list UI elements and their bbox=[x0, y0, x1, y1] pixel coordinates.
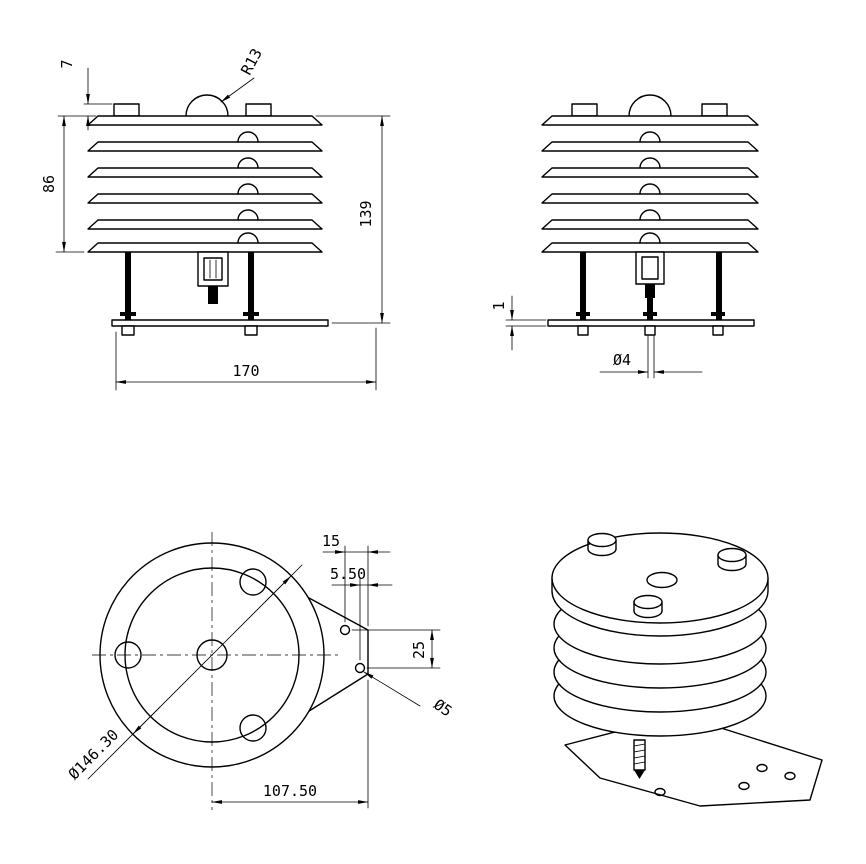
dim-rod-diameter: Ø4 bbox=[613, 351, 631, 369]
louver-plate bbox=[541, 219, 759, 230]
iso-cap bbox=[633, 594, 663, 619]
washer bbox=[576, 312, 590, 316]
louver-plate bbox=[87, 219, 323, 230]
cap-bottom bbox=[633, 610, 663, 619]
side-view: 1 Ø4 bbox=[490, 94, 759, 379]
mounting-rod bbox=[647, 298, 653, 320]
gap-arc bbox=[237, 232, 259, 244]
dim-hole-spacing: 25 bbox=[410, 641, 428, 659]
washer bbox=[243, 312, 259, 316]
iso-cap bbox=[587, 532, 617, 557]
diameter-arrow bbox=[132, 706, 161, 735]
iso-screw-tip bbox=[634, 770, 645, 779]
nut bbox=[644, 325, 656, 336]
isometric-view bbox=[551, 532, 823, 807]
iso-bracket-hole bbox=[756, 763, 768, 773]
louver-plate bbox=[541, 193, 759, 204]
sensor-body bbox=[197, 251, 229, 287]
dim-hole-diameter: Ø5 bbox=[430, 695, 455, 720]
washer bbox=[711, 312, 725, 316]
louver-plate bbox=[541, 141, 759, 152]
gap-arc bbox=[639, 232, 661, 244]
mounting-rod bbox=[125, 252, 131, 320]
nut bbox=[121, 325, 135, 336]
iso-cap bbox=[717, 547, 747, 572]
cap-bottom bbox=[587, 548, 617, 557]
bottom-view: Ø146.30 15 5.50 25 Ø5 107.50 bbox=[65, 532, 455, 810]
cable-stub bbox=[645, 284, 655, 298]
bracket-hole bbox=[354, 662, 366, 674]
dim-tab-height: 7 bbox=[58, 59, 76, 68]
louver-plate bbox=[87, 242, 323, 253]
gap-arc bbox=[639, 183, 661, 195]
dim-outer-diameter: Ø146.30 bbox=[65, 726, 122, 783]
bracket-hole bbox=[339, 624, 351, 636]
gap-arc bbox=[639, 157, 661, 169]
dim-edge-offset: 15 bbox=[322, 532, 340, 550]
dim-louver-height: 86 bbox=[40, 175, 58, 193]
bracket-outline bbox=[297, 591, 369, 719]
mounting-rod bbox=[716, 252, 722, 320]
iso-bracket-hole bbox=[784, 771, 796, 781]
louver-plate bbox=[541, 167, 759, 178]
sensor-connector bbox=[641, 256, 659, 280]
base-plate bbox=[547, 319, 755, 327]
gap-arc bbox=[237, 131, 259, 143]
cap-top bbox=[633, 594, 663, 610]
louver-plate bbox=[87, 115, 323, 126]
gap-arc bbox=[237, 183, 259, 195]
iso-bracket-hole bbox=[738, 781, 750, 791]
base-plate bbox=[111, 319, 329, 327]
bolt-hole bbox=[239, 714, 267, 742]
iso-bracket-hole bbox=[654, 787, 666, 797]
top-tab bbox=[571, 103, 598, 117]
louver-plate bbox=[541, 242, 759, 253]
nut bbox=[244, 325, 258, 336]
cap-bottom bbox=[717, 563, 747, 572]
dome-arc bbox=[185, 94, 229, 117]
iso-screw-threads bbox=[633, 743, 646, 765]
nut bbox=[712, 325, 724, 336]
dim-bracket-reach: 107.50 bbox=[263, 782, 317, 800]
mounting-rod bbox=[580, 252, 586, 320]
bolt-hole bbox=[114, 641, 142, 669]
dim-base-width: 170 bbox=[232, 362, 259, 380]
nut bbox=[577, 325, 589, 336]
washer bbox=[643, 312, 657, 316]
cap-top bbox=[717, 547, 747, 563]
washer bbox=[120, 312, 136, 316]
front-view: 7 86 139 170 R13 bbox=[40, 45, 391, 391]
gap-arc bbox=[237, 157, 259, 169]
dome-arc bbox=[628, 94, 672, 117]
louver-plate bbox=[87, 193, 323, 204]
bolt-hole bbox=[239, 568, 267, 596]
gap-arc bbox=[639, 209, 661, 221]
leader-line bbox=[220, 77, 255, 103]
gap-arc bbox=[237, 209, 259, 221]
top-tab bbox=[245, 103, 272, 117]
top-tab bbox=[701, 103, 728, 117]
dim-plate-thickness: 1 bbox=[490, 301, 508, 310]
louver-plate bbox=[87, 167, 323, 178]
top-tab bbox=[113, 103, 140, 117]
connector-pins bbox=[209, 259, 223, 279]
louver-plate bbox=[87, 141, 323, 152]
leader-line bbox=[363, 671, 421, 707]
mounting-rod bbox=[248, 252, 254, 320]
dim-hole-edge-offset: 5.50 bbox=[330, 565, 366, 583]
diameter-arrow bbox=[264, 575, 292, 603]
dim-total-height: 139 bbox=[357, 200, 375, 227]
iso-center-hole bbox=[646, 571, 678, 589]
iso-top-plate bbox=[551, 532, 769, 624]
dim-dome-radius: R13 bbox=[237, 45, 266, 77]
gap-arc bbox=[639, 131, 661, 143]
cap-top bbox=[587, 532, 617, 548]
louver-plate bbox=[541, 115, 759, 126]
cable-stub bbox=[208, 286, 218, 304]
